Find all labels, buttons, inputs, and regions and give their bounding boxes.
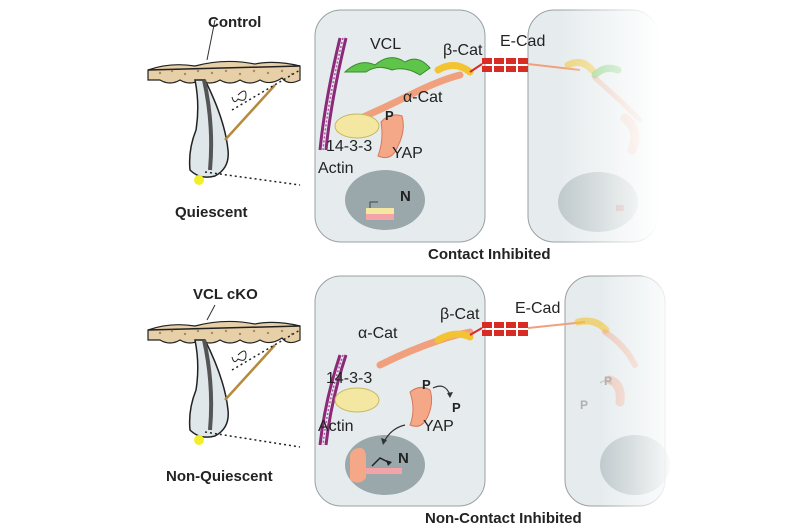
beta-catenin-bottom: [434, 330, 474, 344]
niche-dot-bottom: [194, 435, 204, 445]
vcl-cko-label: VCL cKO: [193, 286, 258, 303]
yap-label-bottom: YAP: [423, 418, 454, 435]
14-3-3-label-bottom: 14-3-3: [326, 370, 373, 387]
nucleus-bottom: [345, 435, 425, 495]
ecad-blocks-bottom: [482, 322, 528, 336]
alpha-cat-label-bottom: α-Cat: [358, 325, 398, 342]
yap-bottom: [409, 386, 433, 427]
control-label: Control: [208, 14, 262, 31]
beta-cat-label-bottom: β-Cat: [440, 306, 480, 323]
e-cad-label: E-Cad: [500, 33, 546, 50]
vcl-protein: [343, 57, 431, 76]
phospho-label-bottom-1: P: [422, 377, 431, 392]
actin-label-top: Actin: [318, 160, 354, 177]
skin-layer-bottom: [147, 320, 301, 344]
alpha-cat-label: α-Cat: [403, 89, 443, 106]
niche-dot: [194, 175, 204, 185]
protein-14-3-3-bottom: [334, 387, 380, 413]
beta-catenin: [434, 62, 474, 76]
vcl-label: VCL: [370, 36, 402, 53]
nucleus-label-bottom: N: [398, 450, 409, 467]
hair-follicle-top: [188, 19, 301, 186]
yap-top: [377, 114, 404, 159]
14-3-3-label-top: 14-3-3: [326, 138, 373, 155]
bottom-panel: [147, 275, 680, 516]
nucleus-top: [345, 170, 425, 230]
actin-filament-bottom: [318, 354, 348, 446]
e-cad-label-bottom: E-Cad: [515, 300, 561, 317]
ecad-blocks-top: [482, 58, 528, 72]
non-contact-inhibited-label: Non-Contact Inhibited: [425, 510, 582, 527]
actin-filament-top: [318, 37, 348, 151]
faded-phospho-label-1: P: [604, 374, 613, 388]
gene-bottom: [350, 448, 402, 483]
gene-top: [366, 201, 394, 220]
nucleus-label-top: N: [400, 188, 411, 205]
protein-14-3-3-top: [334, 113, 380, 139]
phospho-label-bottom-2: P: [452, 400, 461, 415]
skin-layer-top: [147, 60, 301, 84]
yap-label-top: YAP: [392, 145, 423, 162]
non-quiescent-label: Non-Quiescent: [166, 468, 273, 485]
quiescent-label: Quiescent: [175, 204, 248, 221]
faded-phospho-label-2: P: [580, 398, 589, 412]
beta-cat-label: β-Cat: [443, 42, 483, 59]
actin-label-bottom: Actin: [318, 418, 354, 435]
hair-follicle-bottom: [188, 304, 301, 448]
phospho-label-top: P: [385, 108, 394, 123]
top-panel: [147, 0, 660, 250]
contact-inhibited-label: Contact Inhibited: [428, 246, 551, 263]
import-arrow-bottom: [384, 424, 406, 441]
